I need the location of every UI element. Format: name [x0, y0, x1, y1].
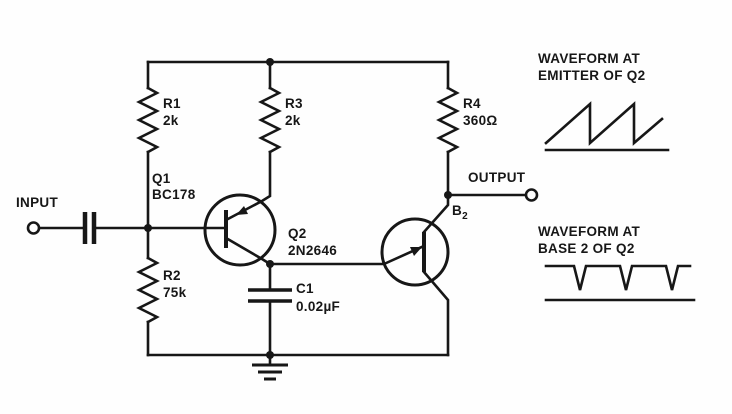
q1-collector-wire: [224, 236, 272, 292]
c1-value-label: 0.02µF: [296, 299, 340, 314]
resistor-r1-symbol: [136, 86, 160, 154]
base2-waveform-caption-line1: WAVEFORM AT: [538, 224, 640, 239]
r2-value-label: 75k: [163, 285, 187, 300]
emitter-waveform-caption-line2: EMITTER OF Q2: [538, 68, 645, 83]
input-label: INPUT: [16, 195, 58, 210]
resistor-r2-symbol: [136, 256, 160, 324]
r3-value-label: 2k: [285, 113, 301, 128]
input-terminal: [26, 221, 41, 235]
q2-base1-wire: [422, 270, 450, 357]
transistor-q2-body: [380, 217, 450, 287]
q2-ref-label: Q2: [288, 226, 307, 241]
output-terminal: [524, 188, 539, 202]
r4-ref-label: R4: [463, 96, 481, 111]
junction-dot-c1: [266, 260, 274, 268]
transistor-q1-body: [203, 193, 277, 267]
junction-dot-top-rail: [266, 58, 274, 66]
resistor-r4-symbol: [436, 86, 460, 154]
r3-ref-label: R3: [285, 96, 303, 111]
q1-ref-label: Q1: [152, 171, 171, 186]
resistor-r3-symbol: [258, 86, 282, 154]
emitter-waveform-caption-line1: WAVEFORM AT: [538, 51, 640, 66]
r2-ref-label: R2: [163, 268, 181, 283]
sawtooth-waveform: [544, 101, 664, 146]
junction-dot-output: [444, 191, 452, 199]
r4-value-label: 360Ω: [463, 113, 498, 128]
output-label: OUTPUT: [468, 170, 526, 185]
r1-ref-label: R1: [163, 96, 181, 111]
spike-waveform: [544, 264, 692, 291]
q1-value-label: BC178: [152, 187, 196, 202]
b2-label: B2: [452, 203, 468, 222]
junction-dot-input: [144, 224, 152, 232]
q1-emitter-arrow: [236, 206, 248, 215]
q2-emitter-wire: [268, 244, 426, 266]
q2-value-label: 2N2646: [288, 243, 337, 258]
c1-ref-label: C1: [296, 281, 314, 296]
junction-dot-ground: [266, 351, 274, 359]
q1-emitter-wire: [224, 150, 272, 222]
base2-waveform-caption-line2: BASE 2 OF Q2: [538, 241, 635, 256]
q2-emitter-arrow: [410, 247, 422, 256]
r1-value-label: 2k: [163, 113, 179, 128]
